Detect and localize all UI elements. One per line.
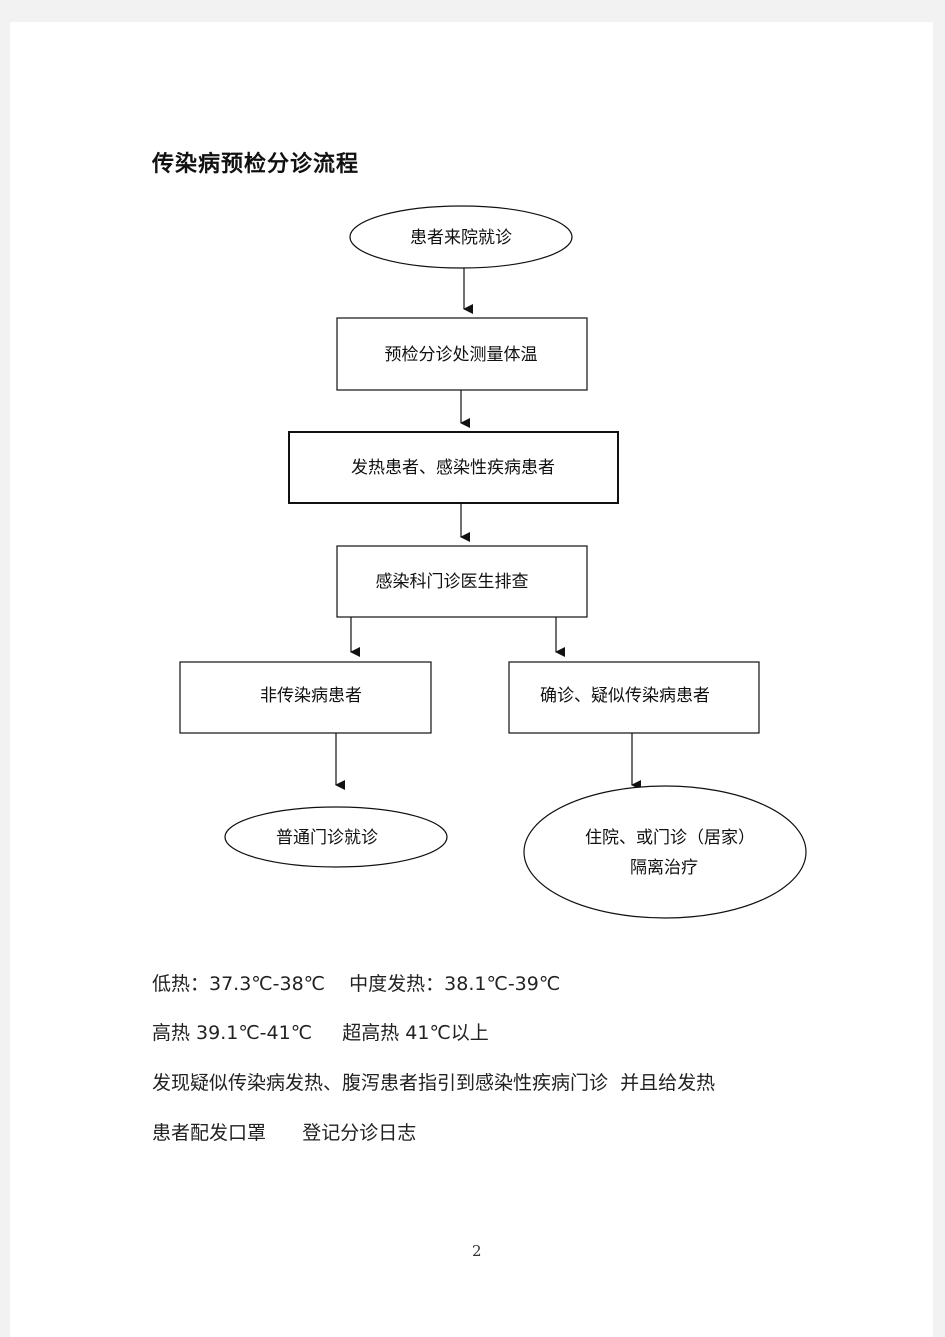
page-number: 2 xyxy=(472,1242,482,1260)
end-general-outpatient xyxy=(224,806,448,868)
end-general-outpatient-label: 普通门诊就诊 xyxy=(276,828,378,848)
start-node-label: 患者来院就诊 xyxy=(410,228,512,248)
end-isolation-treatment-label-line1: 住院、或门诊（居家） xyxy=(585,828,755,848)
branch-non-infectious xyxy=(179,661,432,734)
triage-flowchart: 患者来院就诊 预检分诊处测量体温 发热患者、感染性疾病患者 感染科门诊医生排查 … xyxy=(179,205,807,919)
end-isolation-treatment-label-line2: 隔离治疗 xyxy=(630,858,698,878)
fever-grade-note-2: 高热 39.1℃-41℃ 超高热 41℃以上 xyxy=(152,1022,489,1044)
step-temperature-check-label: 预检分诊处测量体温 xyxy=(385,345,538,365)
step-infection-screening xyxy=(336,545,588,618)
branch-confirmed-suspected-label: 确诊、疑似传染病患者 xyxy=(540,686,710,706)
document-title: 传染病预检分诊流程 xyxy=(152,151,360,177)
step-fever-patients-label: 发热患者、感染性疾病患者 xyxy=(351,458,555,478)
step-fever-patients xyxy=(288,431,619,504)
fever-grade-note-1: 低热：37.3℃-38℃ 中度发热：38.1℃-39℃ xyxy=(152,973,561,995)
guidance-note-2: 患者配发口罩 登记分诊日志 xyxy=(152,1122,417,1144)
branch-confirmed-suspected xyxy=(508,661,760,734)
end-isolation-treatment xyxy=(523,785,807,919)
step-temperature-check xyxy=(336,317,588,391)
start-node xyxy=(349,205,573,269)
branch-non-infectious-label: 非传染病患者 xyxy=(260,686,362,706)
guidance-note-1: 发现疑似传染病发热、腹泻患者指引到感染性疾病门诊 并且给发热 xyxy=(152,1072,716,1094)
step-infection-screening-label: 感染科门诊医生排查 xyxy=(376,572,529,592)
